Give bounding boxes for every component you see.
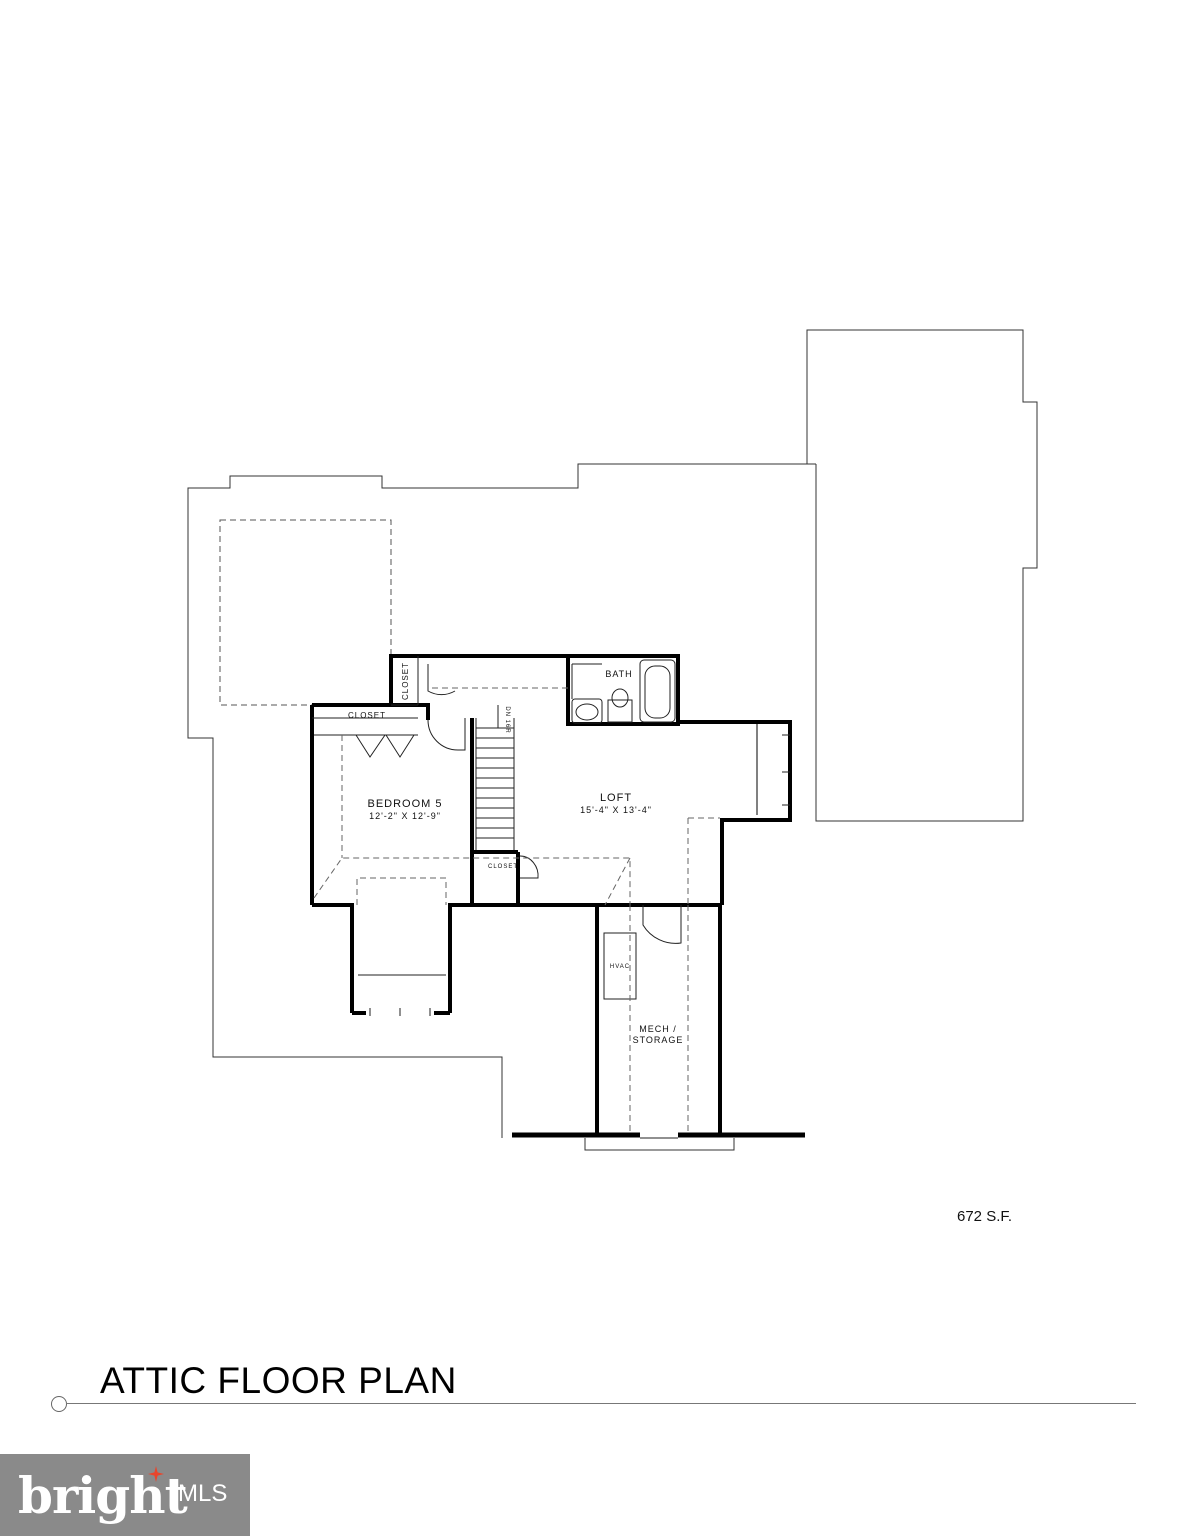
dashed-ceiling-lines <box>313 687 720 1135</box>
stair-label: DN 16R <box>504 706 510 733</box>
bath-label: BATH <box>605 669 632 679</box>
closet-small-label: CLOSET <box>488 864 518 870</box>
plan-title: ATTIC FLOOR PLAN <box>100 1360 457 1401</box>
closet-vertical-label: CLOSET <box>401 662 410 700</box>
roof-outline-bottom <box>584 1138 735 1151</box>
interior-lines <box>312 656 790 1139</box>
loft-name-label: LOFT <box>600 792 632 804</box>
title-bullet-circle <box>51 1396 67 1412</box>
loft-dims-label: 15'-4" X 13'-4" <box>580 805 652 815</box>
bedroom-dims-label: 12'-2" X 12'-9" <box>369 811 441 821</box>
dashed-area-outline <box>219 519 392 706</box>
bright-mls-watermark: bright MLS <box>0 1454 250 1536</box>
area-label: 672 S.F. <box>957 1208 1013 1225</box>
star-icon <box>148 1466 164 1482</box>
closet-bedroom-label: CLOSET <box>348 711 386 720</box>
brand-word: bright <box>18 1466 188 1525</box>
hvac-label: HVAC <box>610 964 630 970</box>
bedroom-name-label: BEDROOM 5 <box>367 798 442 810</box>
brand-mls: MLS <box>178 1480 228 1507</box>
walls <box>310 654 805 1138</box>
title-rule-line <box>66 1403 1136 1404</box>
roof-outline-left <box>187 463 816 1138</box>
storage-label: STORAGE <box>633 1035 684 1045</box>
mech-label: MECH / <box>639 1024 677 1034</box>
roof-outline-right <box>806 329 1038 822</box>
